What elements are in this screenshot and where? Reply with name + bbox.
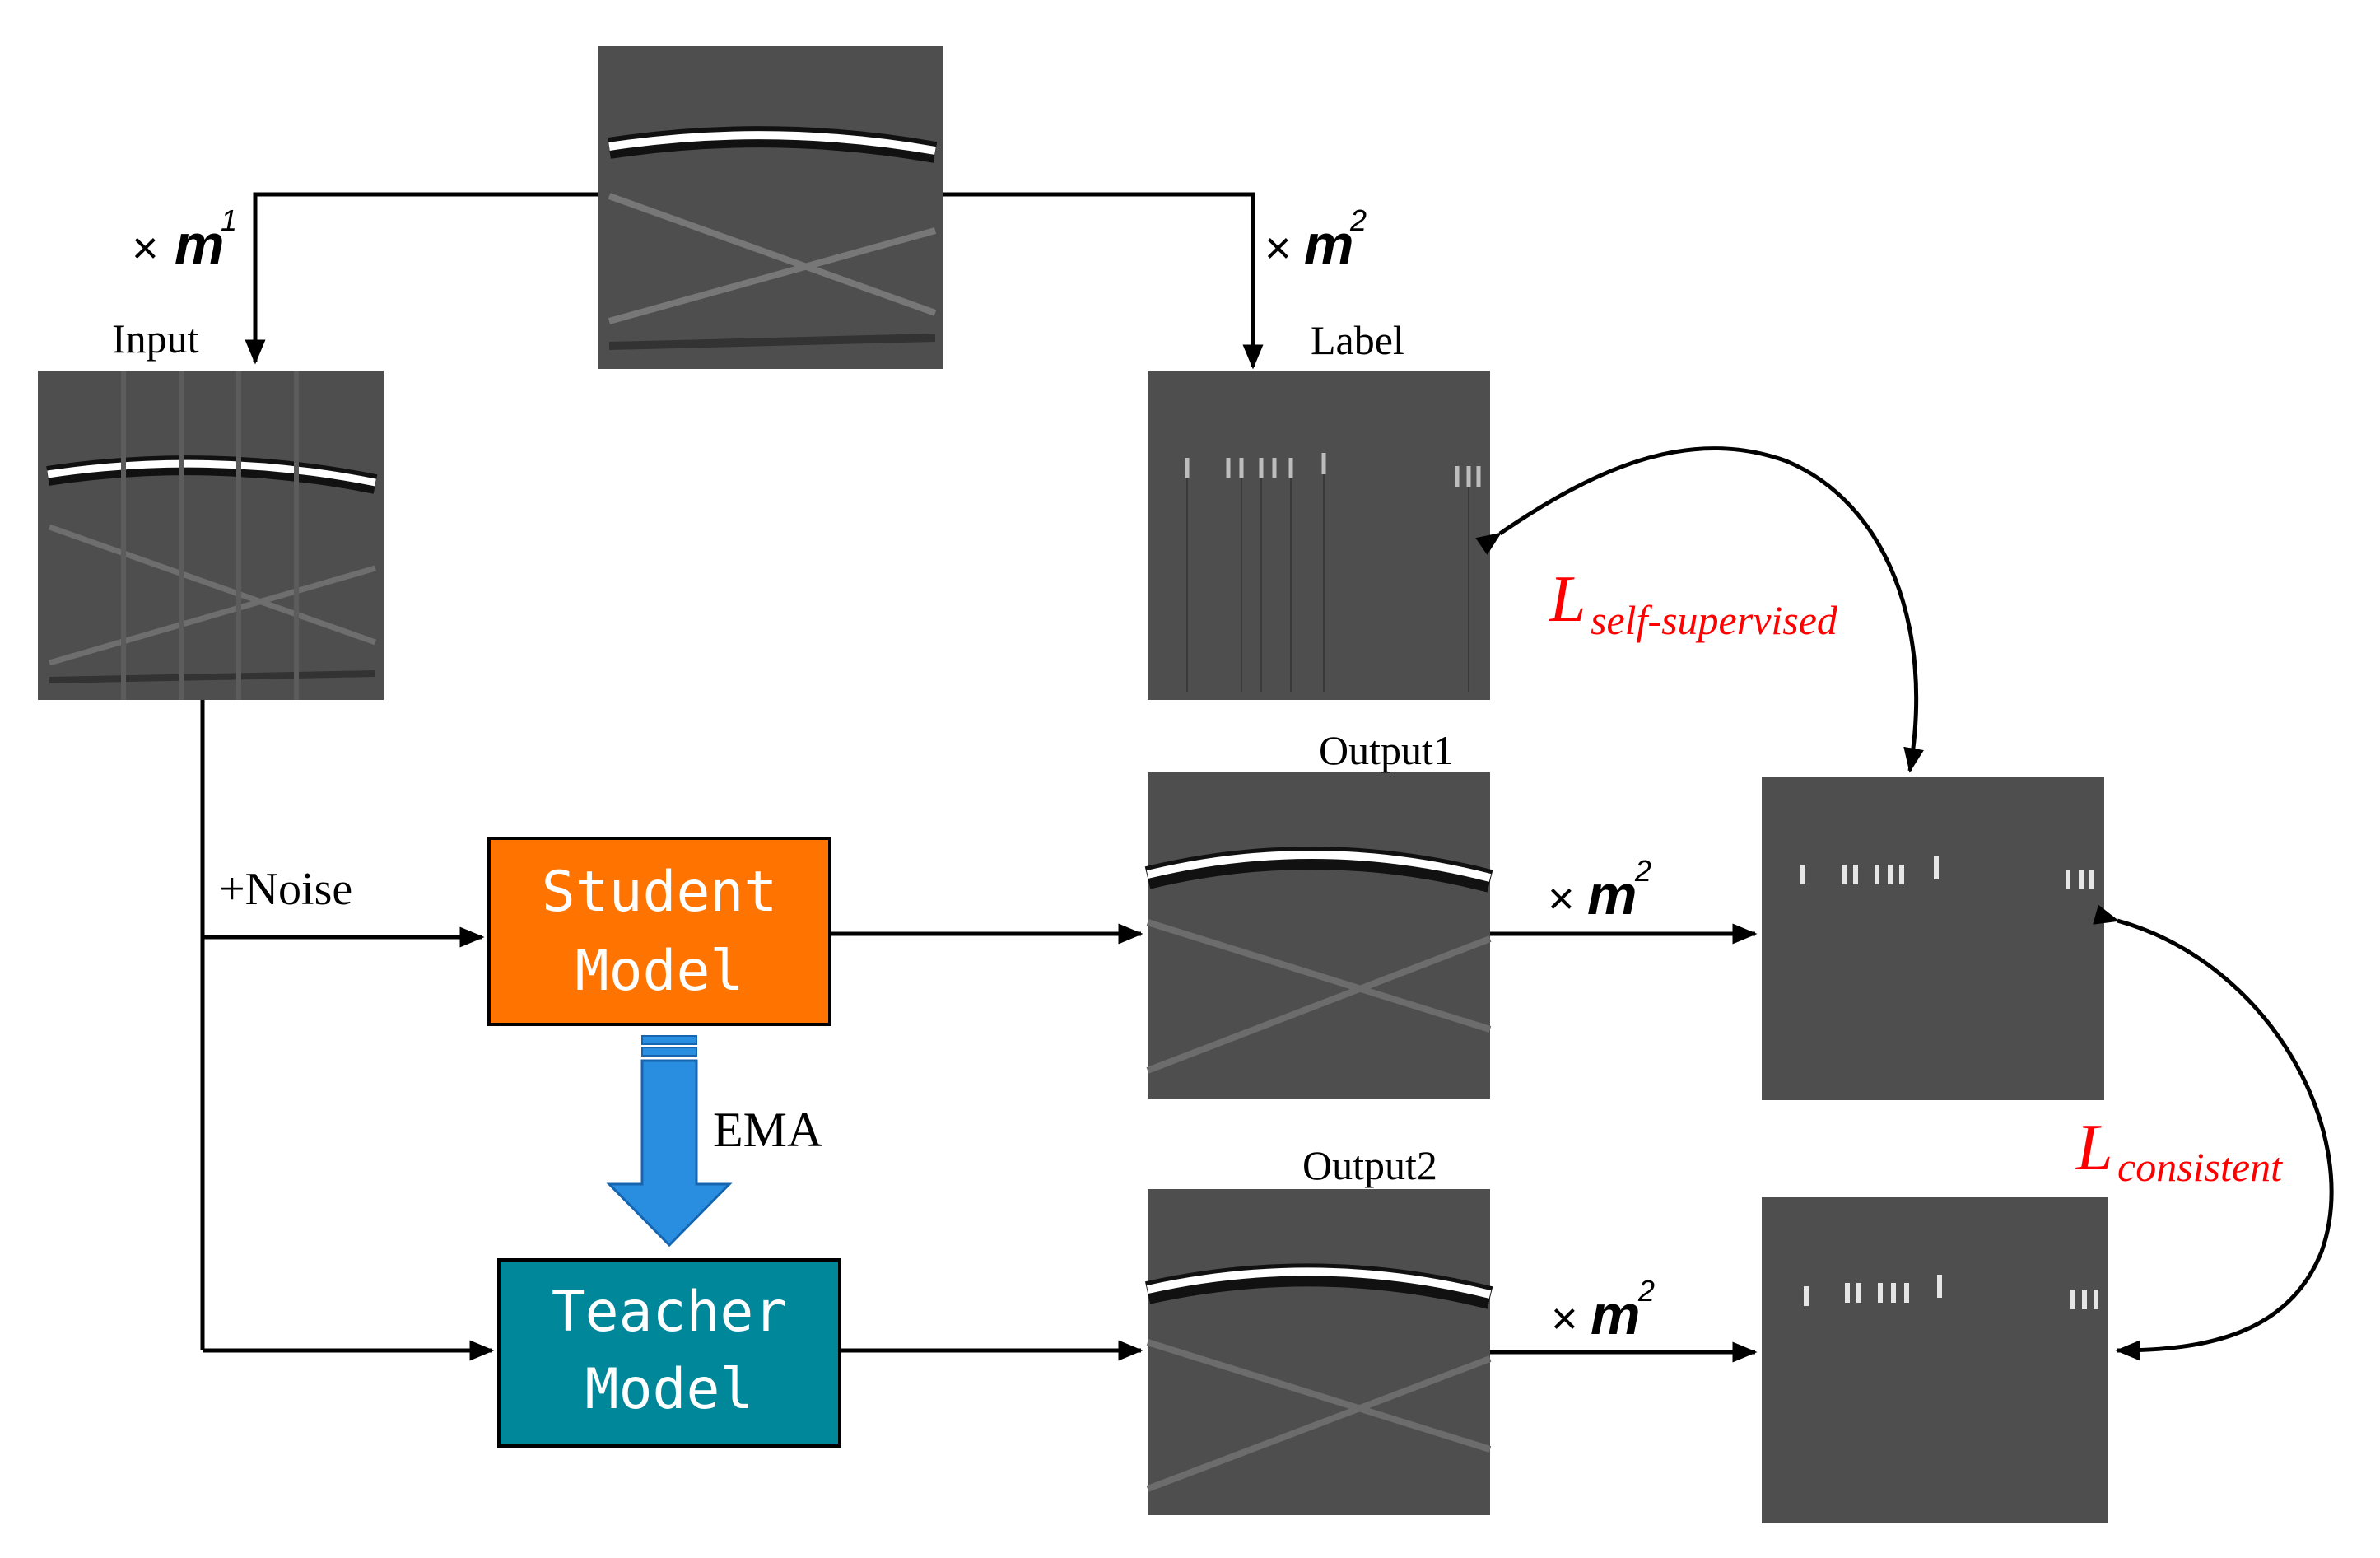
label-panel	[1148, 371, 1490, 700]
teacher-model-line2: Model	[585, 1357, 754, 1422]
input-panel	[38, 371, 384, 700]
masked-output1-panel	[1762, 777, 2104, 1100]
multiplier-m2-output1: × m 2	[1548, 854, 1651, 926]
output2-panel	[1144, 1189, 1493, 1515]
student-model-box	[487, 837, 831, 1026]
m1-sup: 1	[221, 203, 237, 237]
times-sign-m2-out2: ×	[1551, 1292, 1578, 1344]
output1-label: Output1	[1319, 727, 1454, 773]
label-label: Label	[1311, 317, 1404, 363]
m2-base-top: m	[1304, 213, 1353, 276]
input-label: Input	[112, 315, 199, 362]
multiplier-m2-output2: × m 2	[1551, 1274, 1655, 1346]
teacher-model-line1: Teacher	[552, 1280, 788, 1345]
times-sign-m1: ×	[132, 222, 159, 273]
multiplier-m1: × m 1	[132, 203, 237, 276]
output2-label: Output2	[1302, 1142, 1437, 1188]
teacher-model-box	[497, 1258, 841, 1448]
noise-label: +Noise	[219, 864, 352, 915]
m2-sup-top: 2	[1349, 203, 1367, 237]
student-model-line2: Model	[575, 939, 744, 1004]
masked-output2-panel	[1762, 1197, 2108, 1523]
times-sign-m2-out1: ×	[1548, 872, 1575, 924]
ema-arrow	[606, 1035, 733, 1248]
loss-consistent-base: L	[2075, 1112, 2113, 1184]
loss-self-supervised: L self-supervised	[1549, 563, 1838, 643]
m2-sup-out2: 2	[1637, 1274, 1655, 1308]
connector-lines	[200, 192, 2334, 1363]
loss-consistent-sub: consistent	[2117, 1144, 2283, 1190]
multiplier-m2-top: × m 2	[1265, 203, 1367, 276]
source-panel	[598, 46, 943, 369]
loss-consistent: L consistent	[2075, 1112, 2283, 1190]
times-sign-m2-top: ×	[1265, 222, 1292, 273]
student-model-line1: Student	[542, 860, 778, 925]
loss-self-sub: self-supervised	[1591, 597, 1838, 643]
loss-self-base: L	[1549, 563, 1586, 636]
m2-base-out2: m	[1591, 1284, 1640, 1346]
m2-sup-out1: 2	[1634, 854, 1651, 888]
output1-panel	[1144, 772, 1493, 1099]
m1-base: m	[175, 213, 224, 276]
ema-label: EMA	[713, 1103, 822, 1157]
m2-base-out1: m	[1587, 864, 1637, 926]
